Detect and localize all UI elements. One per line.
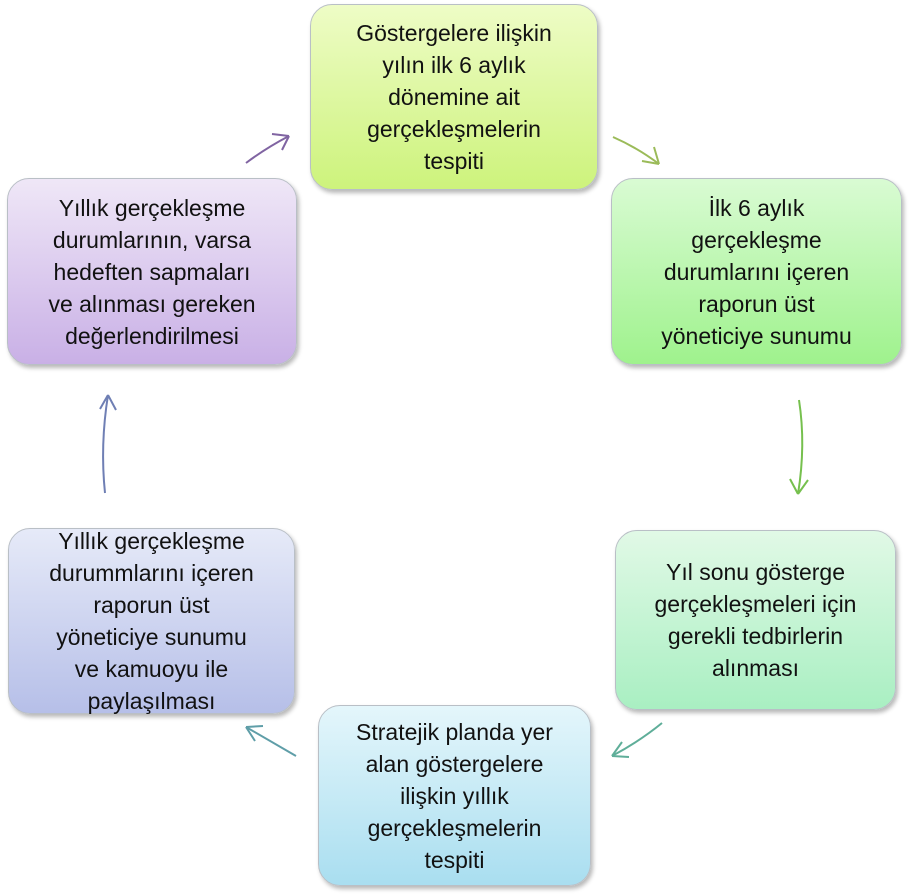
cycle-step-6-text: Yıllık gerçekleşme durumlarının, varsa h…	[48, 194, 256, 349]
cycle-step-5: Yıllık gerçekleşme durummlarını içeren r…	[8, 528, 295, 714]
cycle-step-5-text: Yıllık gerçekleşme durummlarını içeren r…	[49, 528, 254, 714]
cycle-step-4-text: Stratejik planda yer alan göstergelere i…	[356, 718, 553, 873]
arrow-step1-to-step2	[612, 136, 660, 165]
cycle-step-6: Yıllık gerçekleşme durumlarının, varsa h…	[7, 178, 297, 365]
cycle-step-3: Yıl sonu gösterge gerçekleşmeleri için g…	[615, 530, 896, 710]
arrow-step4-to-step5	[245, 725, 297, 757]
cycle-step-3-text: Yıl sonu gösterge gerçekleşmeleri için g…	[654, 559, 857, 681]
arrow-step3-to-step4	[611, 722, 663, 758]
cycle-step-2: İlk 6 aylık gerçekleşme durumlarını içer…	[611, 178, 902, 365]
cycle-step-1-text: Göstergelere ilişkin yılın ilk 6 aylık d…	[356, 20, 552, 174]
arrow-step2-to-step3	[789, 399, 809, 495]
cycle-step-1: Göstergelere ilişkin yılın ilk 6 aylık d…	[310, 4, 598, 190]
cycle-step-4: Stratejik planda yer alan göstergelere i…	[318, 705, 591, 886]
cycle-step-2-text: İlk 6 aylık gerçekleşme durumlarını içer…	[661, 194, 852, 349]
arrow-step5-to-step6	[99, 394, 117, 494]
arrow-step6-to-step1	[245, 133, 290, 164]
